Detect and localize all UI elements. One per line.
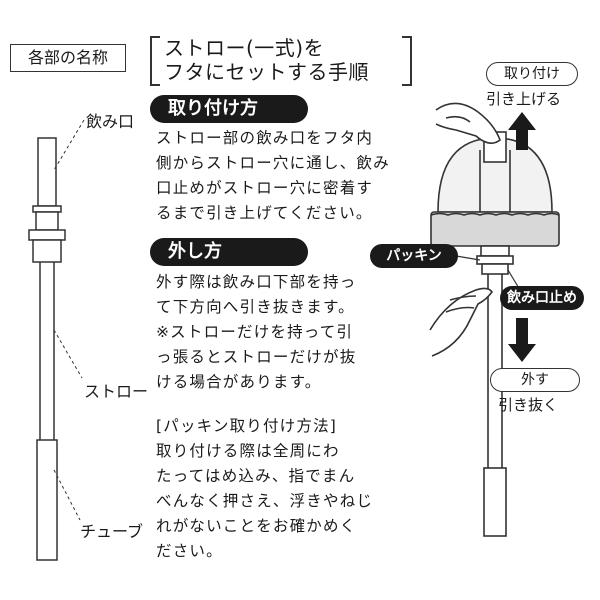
packing-line: べんなく押さえ、浮きやねじ: [156, 492, 374, 510]
packing-instructions: [パッキン取り付け方法] 取り付ける際は全周にわ たってはめ込み、指でまん べん…: [156, 414, 373, 564]
label-tube: チューブ: [80, 522, 144, 541]
procedure-title: ストロー(一式)を フタにセットする手順: [150, 34, 412, 88]
remove-line: ける場合があります。: [156, 373, 322, 391]
remove-line: て下方向へ引き抜きます。: [156, 298, 355, 316]
attach-line: ストロー部の飲み口をフタ内: [156, 129, 374, 147]
label-straw: ストロー: [84, 382, 149, 401]
attach-instructions: ストロー部の飲み口をフタ内 側からストロー穴に通し、飲み 口止めがストロー穴に密…: [156, 126, 390, 226]
packing-line: れがないことをお確かめく: [156, 517, 357, 535]
hand-top-illustration: [435, 102, 501, 144]
title-line-2: フタにセットする手順: [164, 60, 369, 84]
remove-line: 外す際は飲み口下部を持っ: [156, 273, 357, 291]
remove-tag: 外す: [490, 368, 580, 392]
pull-up-label: 引き上げる: [486, 90, 562, 108]
title-line-1: ストロー(一式)を: [164, 36, 325, 60]
remove-line: っ張るとストローだけが抜: [156, 348, 357, 366]
mouthpiece-shape: [37, 137, 57, 207]
attach-tag: 取り付け: [486, 62, 578, 86]
tube-shape: [36, 439, 58, 561]
packing-line: たってはめ込み、指でまん: [156, 467, 356, 485]
attach-line: 口止めがストロー穴に密着す: [156, 179, 374, 197]
lid-assembly-diagram: [430, 131, 560, 537]
remove-line: ※ストローだけを持って引: [156, 323, 354, 341]
title-bracket-left: [150, 36, 160, 86]
mouthpiece-flange: [28, 229, 66, 241]
attach-line: るまで引き上げてください。: [156, 204, 373, 222]
packing-line: 取り付ける際は全周にわ: [156, 442, 340, 460]
stopper-callout: 飲み口止め: [500, 286, 584, 310]
parts-names-header: 各部の名称: [10, 44, 126, 72]
attach-heading: 取り付け方: [150, 95, 308, 123]
attach-line: 側からストロー穴に通し、飲み: [156, 154, 390, 172]
packing-callout: パッキン: [370, 244, 458, 268]
label-mouthpiece: 飲み口: [86, 112, 135, 131]
hand-bottom-illustration: [429, 287, 493, 357]
stopper-ring: [32, 205, 62, 213]
title-bracket-right: [402, 36, 412, 86]
arrow-up-icon: [508, 112, 536, 150]
packing-line: ださい。: [156, 542, 223, 560]
arrow-down-icon: [508, 318, 536, 362]
pull-out-label: 引き抜く: [498, 396, 559, 414]
packing-heading: [パッキン取り付け方法]: [156, 417, 338, 435]
remove-instructions: 外す際は飲み口下部を持っ て下方向へ引き抜きます。 ※ストローだけを持って引 っ…: [156, 270, 356, 395]
remove-heading: 外し方: [150, 238, 308, 266]
